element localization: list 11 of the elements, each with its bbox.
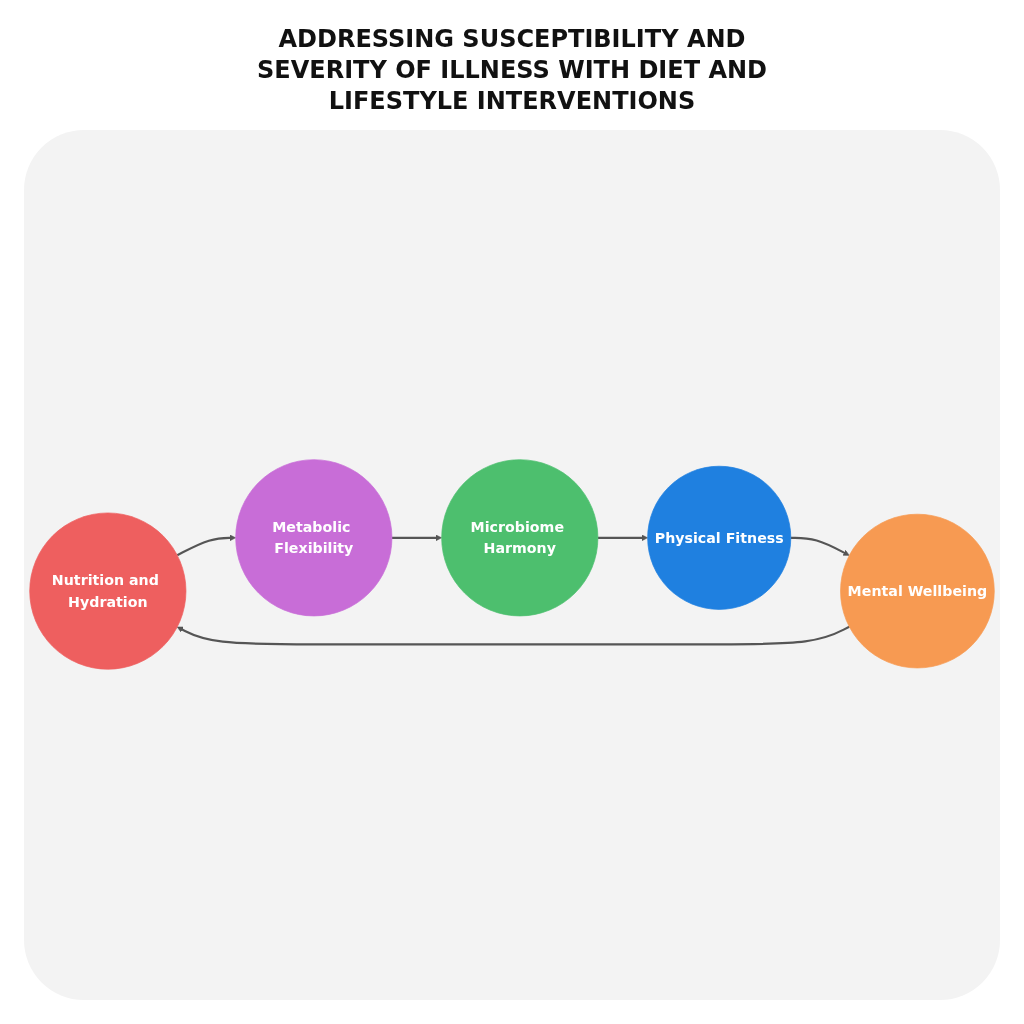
node-circle: Microbiome Harmony bbox=[441, 459, 599, 617]
arrow bbox=[176, 626, 850, 646]
arrow bbox=[790, 537, 850, 557]
title: ADDRESSING SUSCEPTIBILITY AND SEVERITY OF ILLNESS WITH DIET AND LIFESTYLE INTERVENTIONS bbox=[256, 24, 768, 118]
node-circle: Mental Wellbeing bbox=[840, 514, 995, 669]
arrow bbox=[391, 535, 442, 542]
arrow bbox=[597, 535, 648, 542]
arrow bbox=[176, 535, 236, 557]
node-circle: Metabolic Flexibility bbox=[235, 459, 393, 617]
node-circle: Nutrition and Hydration bbox=[29, 512, 187, 670]
node-circle: Physical Fitness bbox=[647, 466, 792, 611]
